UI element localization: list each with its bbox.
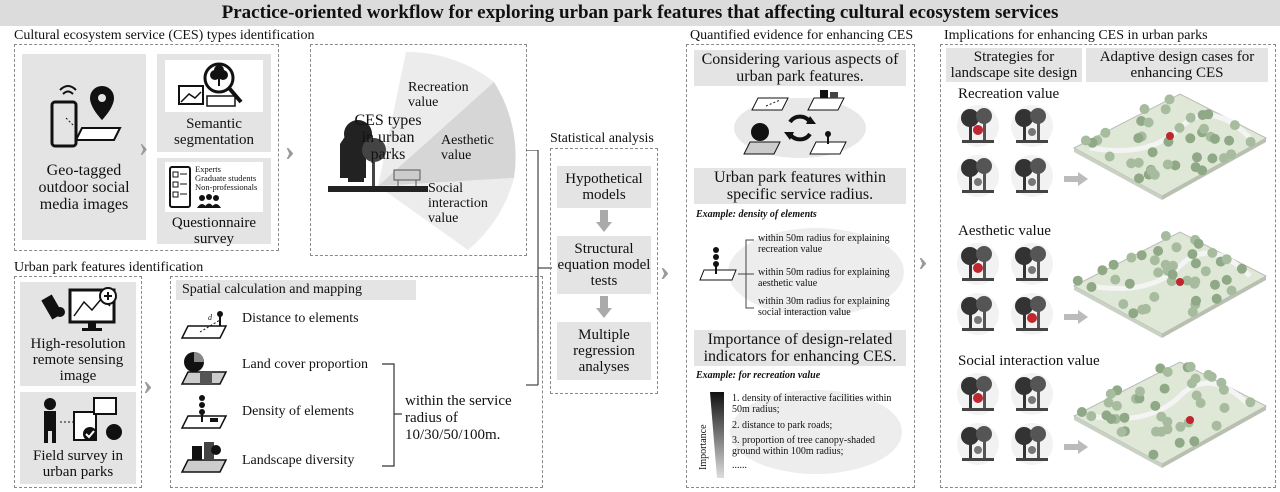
remote-label: High-resolution remote sensing image	[30, 336, 126, 384]
connector-lines	[526, 150, 552, 386]
arrow-down-icon	[596, 210, 612, 232]
density-icon	[180, 395, 228, 429]
aspects-box: Considering various aspects of urban par…	[694, 50, 906, 86]
ces-types-label: CES types in urban parks	[354, 112, 422, 163]
arrow-down-icon-2	[596, 296, 612, 318]
strategy-thumbnail	[1011, 423, 1053, 465]
arrow-right-icon	[1064, 310, 1088, 324]
stats-step-3: Multiple regression analyses	[557, 322, 651, 380]
double-chevron-icon: ››	[285, 136, 292, 167]
importance-item-1: 1. density of interactive facilities wit…	[732, 393, 892, 415]
example-1: Example: density of elements	[696, 209, 817, 220]
tree-magnifier-icon	[178, 62, 243, 107]
respondent-nonpro: Non-professionals	[195, 182, 258, 192]
questionnaire-label: Questionnaire survey	[171, 215, 257, 247]
evidence-section-title: Quantified evidence for enhancing CES	[690, 28, 914, 43]
field-label: Field survey in urban parks	[33, 448, 123, 480]
radius-item-3: within 30m radius for explaining social …	[758, 296, 890, 318]
semantic-box: Semantic segmentation	[157, 54, 271, 152]
radius-bracket	[382, 363, 402, 467]
recreation-label: Recreation value	[408, 80, 469, 110]
double-chevron-icon-4: ››	[918, 246, 925, 277]
strategy-thumbnail	[957, 293, 999, 335]
features-section-title: Urban park features identification	[14, 260, 204, 275]
satellite-monitor-icon	[41, 287, 117, 331]
distance-icon: d	[180, 311, 228, 339]
feature-land-cover: Land cover proportion	[242, 357, 368, 372]
implications-frame	[940, 44, 1276, 488]
double-chevron-icon-3: ››	[660, 256, 667, 287]
questionnaire-image: Experts Graduate students Non-profession…	[165, 162, 263, 212]
respondent-students: Graduate students	[195, 173, 257, 183]
strategy-thumbnail	[1011, 293, 1053, 335]
feature-diversity: Landscape diversity	[242, 453, 355, 468]
row-recreation-label: Recreation value	[958, 86, 1060, 102]
stats-section-title: Statistical analysis	[550, 131, 654, 146]
strategy-thumbnail	[957, 155, 999, 197]
field-box: Field survey in urban parks	[20, 392, 136, 484]
arrow-right-icon	[1064, 172, 1088, 186]
field-survey-icon	[44, 397, 122, 443]
cases-header: Adaptive design cases for enhancing CES	[1086, 48, 1268, 82]
strategies-header: Strategies for landscape site design	[946, 48, 1082, 82]
feature-distance: Distance to elements	[242, 311, 359, 326]
land-cover-icon	[180, 352, 228, 385]
radius-title-box: Urban park features within specific serv…	[694, 168, 906, 204]
radius-item-2: within 50m radius for explaining aesthet…	[758, 267, 890, 289]
implications-section-title: Implications for enhancing CES in urban …	[944, 28, 1208, 43]
ces-fan-diagram	[328, 51, 516, 250]
strategy-thumbnail	[957, 243, 999, 285]
spatial-frame	[170, 276, 543, 488]
strategy-thumbnail	[957, 423, 999, 465]
radius-item-1: within 50m radius for explaining recreat…	[758, 233, 890, 255]
park-case-illustration	[1072, 231, 1268, 338]
people-icon	[197, 194, 221, 208]
importance-item-2: 2. distance to park roads;	[732, 420, 833, 431]
stats-frame	[550, 148, 658, 394]
diversity-icon	[180, 442, 228, 473]
page-title: Practice-oriented workflow for exploring…	[0, 0, 1280, 26]
ces-sources-frame	[14, 44, 279, 251]
double-chevron-icon-2: ››	[143, 370, 150, 401]
evidence-frame	[686, 44, 915, 488]
strategy-thumbnail	[957, 373, 999, 415]
row-aesthetic-label: Aesthetic value	[958, 223, 1051, 239]
radius-examples-bg	[699, 228, 904, 316]
geo-tagged-box: Geo-tagged outdoor social media images	[22, 54, 146, 240]
phone-location-icon	[50, 84, 122, 147]
example-2: Example: for recreation value	[696, 370, 821, 381]
questionnaire-box: Experts Graduate students Non-profession…	[157, 158, 271, 247]
social-label: Social interaction value	[428, 181, 488, 226]
importance-item-3: 3. proportion of tree canopy-shaded grou…	[732, 435, 876, 457]
semantic-label: Semantic segmentation	[174, 116, 254, 148]
geo-tagged-label: Geo-tagged outdoor social media images	[38, 161, 130, 213]
strategy-thumbnail	[1011, 373, 1053, 415]
row-social-label: Social interaction value	[958, 353, 1100, 369]
importance-item-4: ......	[732, 460, 747, 471]
stats-step-2: Structural equation model tests	[557, 236, 651, 294]
svg-text:d: d	[208, 313, 213, 322]
aesthetic-label: Aesthetic value	[441, 133, 494, 163]
spatial-title: Spatial calculation and mapping	[176, 280, 416, 300]
importance-title-box: Importance of design-related indicators …	[694, 330, 906, 366]
features-sources-frame	[14, 276, 142, 488]
aspects-cycle-diagram	[734, 90, 866, 158]
remote-box: High-resolution remote sensing image	[20, 282, 136, 386]
radius-text: within the service radius of 10/30/50/10…	[405, 393, 512, 443]
importance-bg	[710, 390, 902, 478]
respondent-experts: Experts	[195, 164, 221, 174]
stats-step-1: Hypothetical models	[557, 166, 651, 208]
feature-density: Density of elements	[242, 404, 354, 419]
checklist-icon	[169, 166, 191, 208]
strategy-thumbnail	[1011, 105, 1053, 147]
park-case-illustration	[1072, 361, 1268, 468]
semantic-image	[165, 60, 263, 112]
arrow-right-icon	[1064, 440, 1088, 454]
strategy-thumbnail	[957, 105, 999, 147]
importance-label: Importance	[698, 424, 709, 470]
strategy-thumbnail	[1011, 155, 1053, 197]
strategy-thumbnail	[1011, 243, 1053, 285]
ces-section-title: Cultural ecosystem service (CES) types i…	[14, 28, 315, 43]
park-case-illustration	[1072, 93, 1268, 200]
